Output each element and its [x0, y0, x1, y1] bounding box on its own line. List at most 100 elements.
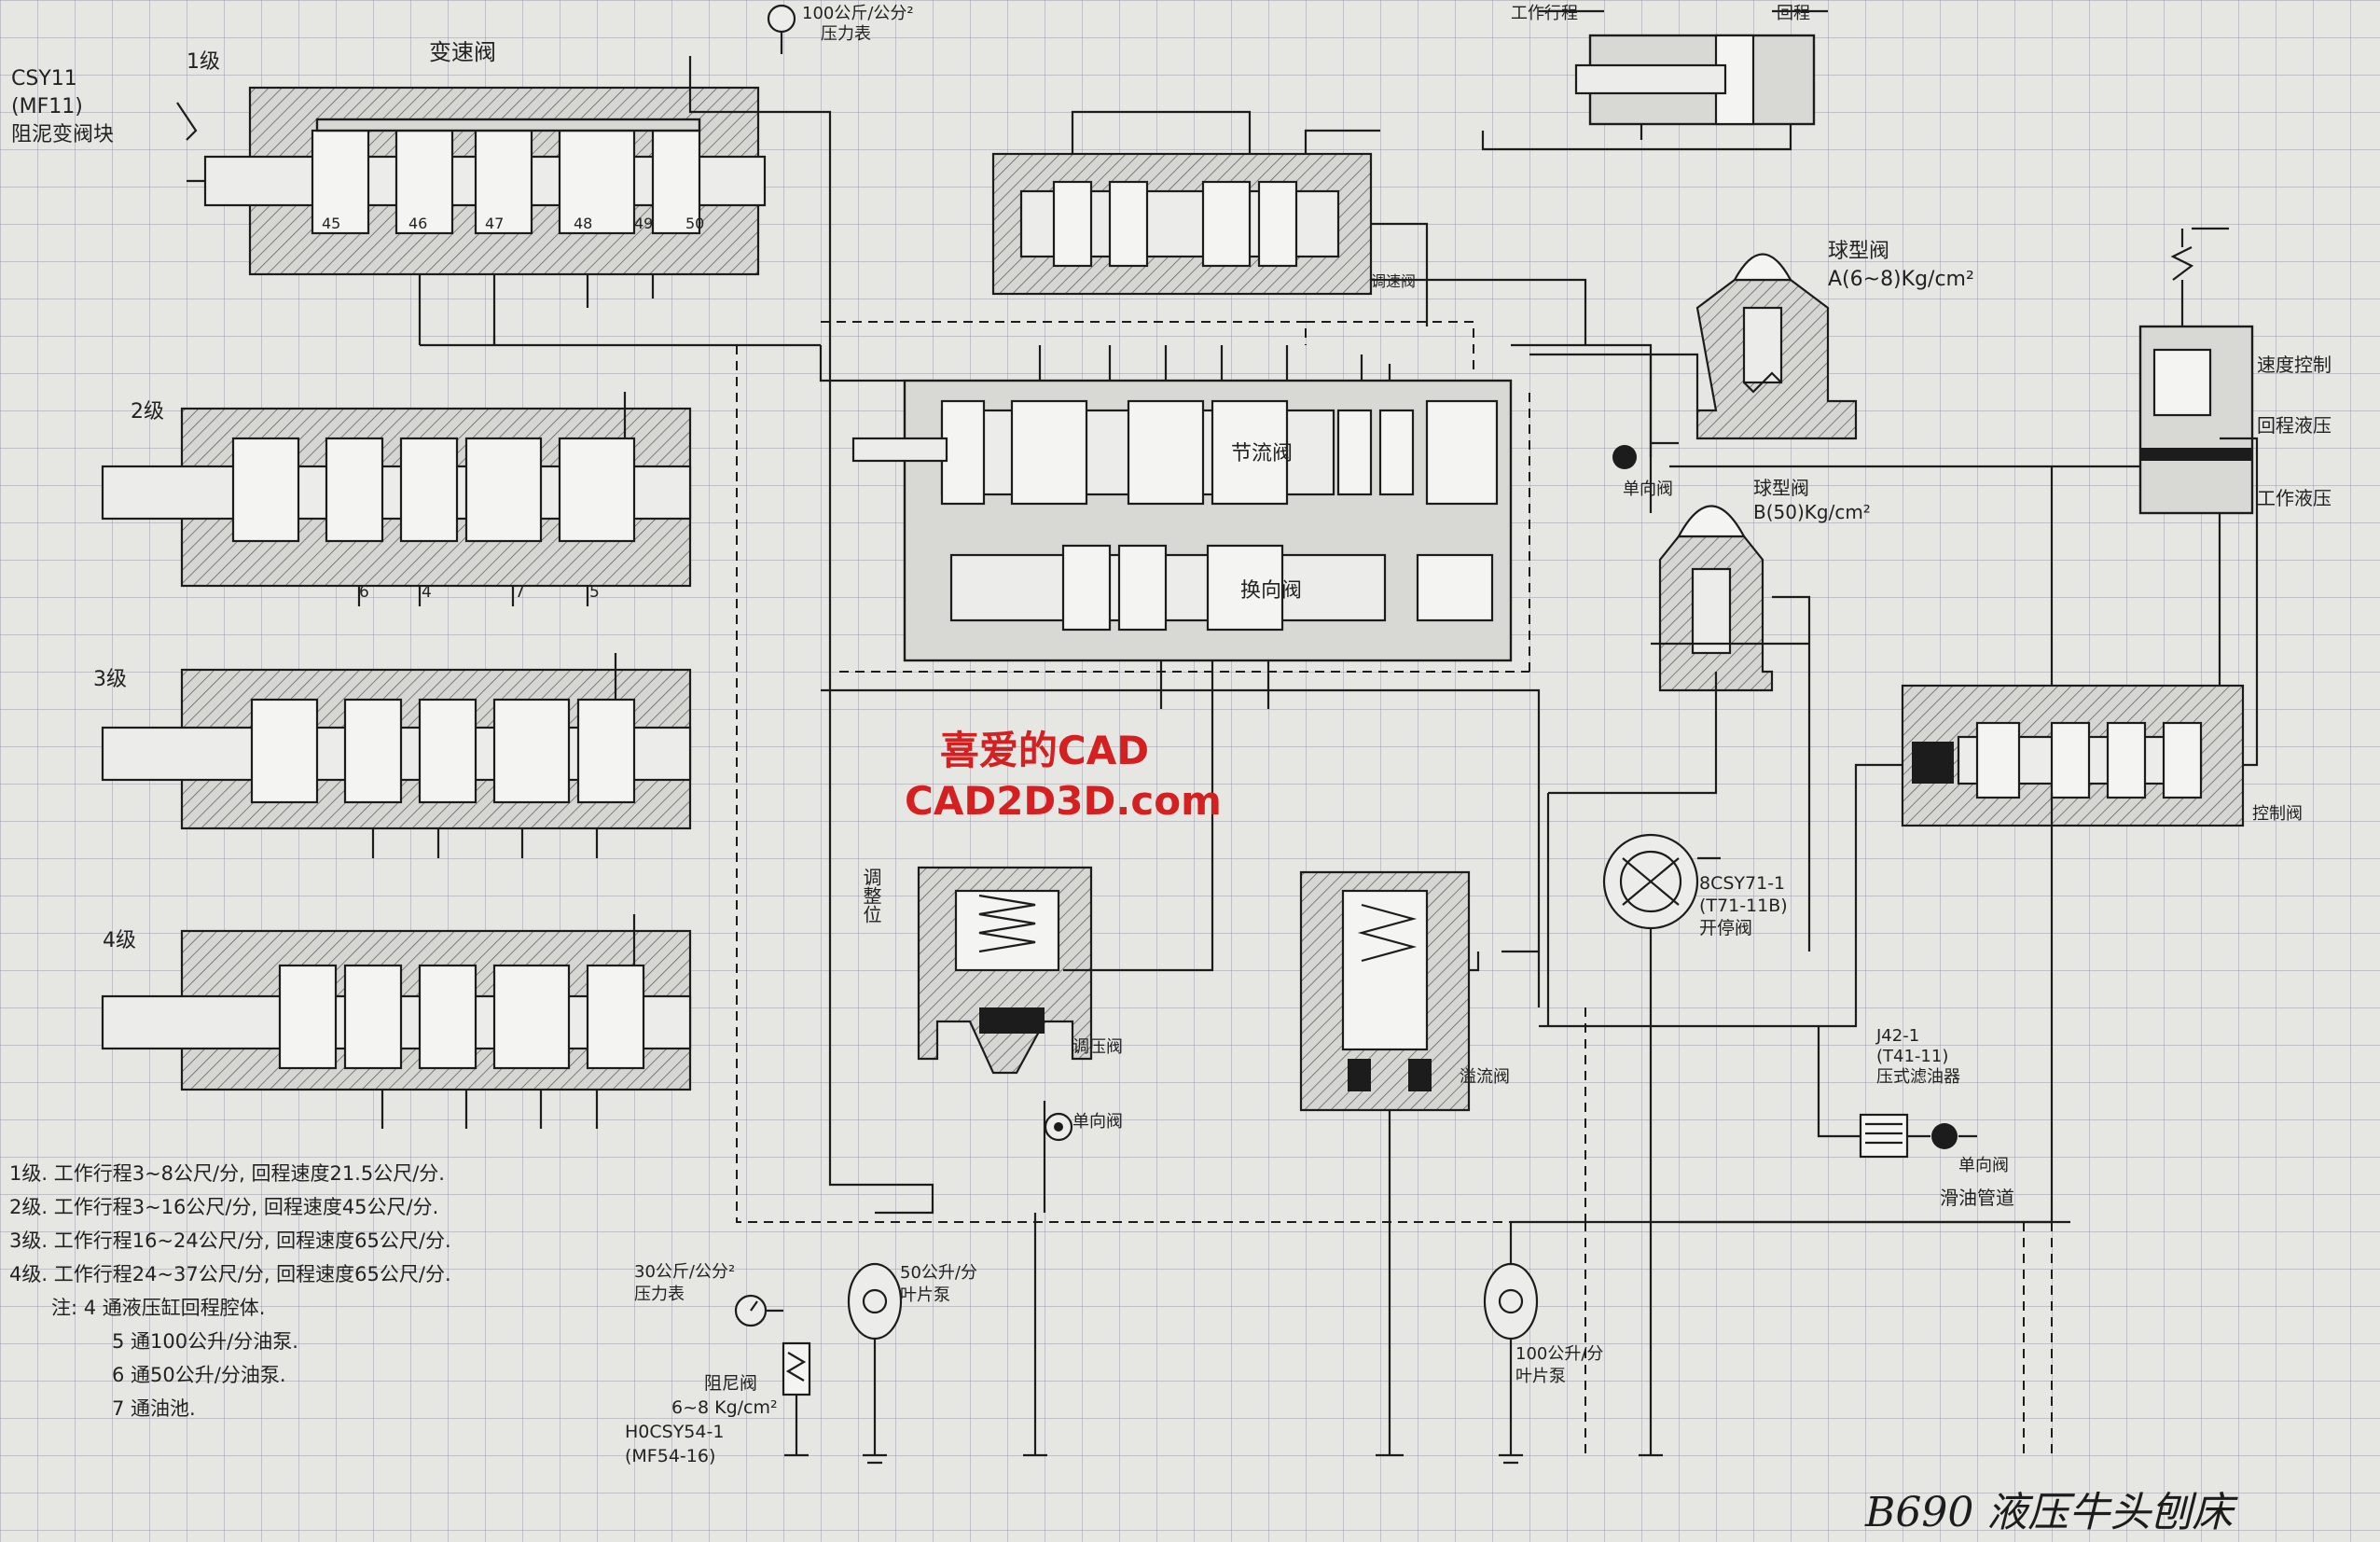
watermark-line2: CAD2D3D.com — [905, 778, 1222, 824]
pump-50 — [847, 1262, 903, 1465]
check-valve-dot — [1612, 445, 1637, 469]
resistance-valve-model: H0CSY54-1 — [625, 1422, 725, 1442]
watermark-line1: 喜爱的CAD — [939, 728, 1150, 773]
gauge-bottom-name: 压力表 — [634, 1285, 685, 1304]
workpiece-right: 回程 — [1777, 4, 1810, 23]
note-line: 3级. 工作行程16~24公尺/分, 回程速度65公尺/分. — [9, 1229, 451, 1252]
pump-50-name: 叶片泵 — [900, 1285, 950, 1305]
top-left-note-line: 阻泥变阀块 — [11, 123, 115, 146]
workpiece-left: 工作行程 — [1511, 4, 1578, 23]
flow-divider-name: 开停阀 — [1699, 918, 1753, 938]
variable-valve-label: 变速阀 — [429, 39, 496, 65]
working-cylinder — [1481, 9, 1828, 151]
port-number: 48 — [574, 215, 593, 232]
pilot-valve-label: 调速阀 — [1371, 272, 1417, 290]
ball-valve-a-label: 球型阀 A(6~8)Kg/cm² — [1828, 238, 1974, 294]
ball-valve-a — [1695, 253, 1858, 440]
gauge-bottom-reading: 30公斤/公分² — [634, 1262, 736, 1282]
stage-label: 2级 — [131, 400, 164, 424]
watermark: 喜爱的CAD CAD2D3D.com — [905, 726, 1222, 827]
throttle-valve-label: 节流阀 — [1231, 442, 1294, 465]
adjust-label: 调整位 — [860, 868, 882, 924]
pump-100-name: 叶片泵 — [1515, 1367, 1566, 1386]
ball-valve-b-spec: B(50)Kg/cm² — [1753, 501, 1871, 523]
ball-valve-b — [1658, 505, 1774, 692]
filter-name: 压式滤油器 — [1876, 1067, 1960, 1087]
resistance-valve-spec: 6~8 Kg/cm² — [671, 1397, 778, 1418]
flow-divider-model2: (T71-11B) — [1699, 896, 1788, 916]
gauge-top-reading: 100公斤/公分² — [802, 4, 914, 23]
note-line: 7 通油池. — [112, 1397, 196, 1420]
distributor-valve — [1901, 684, 2245, 827]
note-line: 4级. 工作行程24~37公尺/分, 回程速度65公尺/分. — [9, 1263, 451, 1285]
stage-label: 3级 — [93, 668, 127, 691]
control-valve-label: 控制阀 — [2252, 804, 2303, 824]
pump-50-flow: 50公升/分 — [900, 1263, 977, 1283]
gauge-top-text: 压力表 — [821, 24, 871, 44]
pipework — [420, 56, 2259, 1457]
note-line: 注: 4 通液压缸回程腔体. — [51, 1297, 266, 1319]
resistance-valve — [782, 1341, 811, 1457]
note-line: 5 通100公升/分油泵. — [112, 1330, 298, 1353]
gauge-bottom-label: 30公斤/公分² 压力表 — [634, 1261, 735, 1306]
line-number: 4 — [422, 583, 432, 602]
work-pressure-label: 工作液压 — [2257, 487, 2332, 509]
top-left-note: CSY11 (MF11) 阻泥变阀块 — [11, 65, 114, 149]
stage-valve-4 — [101, 914, 692, 1129]
note-line: 2级. 工作行程3~16公尺/分, 回程速度45公尺/分. — [9, 1196, 439, 1218]
filter-label: J42-1 (T41-11) 压式滤油器 — [1876, 1026, 1960, 1088]
ball-valve-a-name: 球型阀 — [1828, 240, 1890, 263]
filter-model: J42-1 — [1876, 1026, 1920, 1046]
port-number: 46 — [408, 215, 428, 232]
line-number: 6 — [359, 583, 369, 602]
relief-valve-label: 溢流阀 — [1460, 1067, 1510, 1087]
flow-divider-label: 8CSY71-1 (T71-11B) 开停阀 — [1699, 872, 1788, 939]
pump-100-label: 100公升/分 叶片泵 — [1515, 1343, 1603, 1388]
ball-valve-a-spec: A(6~8)Kg/cm² — [1828, 268, 1974, 291]
main-valve-block — [851, 345, 1513, 709]
top-left-note-line: CSY11 — [11, 67, 77, 90]
note-line: 6 通50公升/分油泵. — [112, 1364, 286, 1386]
gauge-top — [767, 4, 796, 54]
notes-block: 1级. 工作行程3~8公尺/分, 回程速度21.5公尺/分. 2级. 工作行程3… — [9, 1157, 451, 1425]
top-left-note-line: (MF11) — [11, 95, 83, 118]
ball-valve-b-name: 球型阀 — [1753, 477, 1809, 499]
reversing-valve-label: 换向阀 — [1240, 579, 1303, 603]
port-number: 50 — [685, 215, 705, 232]
port-number: 47 — [485, 215, 505, 232]
relief-valve — [1299, 870, 1471, 1112]
port-number: 49 — [634, 215, 654, 232]
stage-label: 4级 — [103, 929, 136, 952]
line-number: 7 — [515, 583, 525, 602]
gauge-bottom — [734, 1294, 783, 1327]
pump-50-label: 50公升/分 叶片泵 — [900, 1262, 977, 1307]
gauge-top-label: 100公斤/公分² 压力表 — [802, 4, 914, 45]
note-line: 1级. 工作行程3~8公尺/分, 回程速度21.5公尺/分. — [9, 1162, 445, 1185]
stage-valve-3 — [101, 653, 692, 858]
check-valve-small-label: 单向阀 — [1072, 1112, 1123, 1132]
pressure-regulator — [917, 866, 1093, 1075]
filter-model2: (T41-11) — [1876, 1047, 1949, 1066]
check-valve-label: 单向阀 — [1623, 479, 1673, 499]
flow-divider-model: 8CSY71-1 — [1699, 873, 1786, 894]
drawing-title: B690 液压牛头刨床 — [1865, 1489, 2234, 1536]
pilot-valve-body — [991, 110, 1429, 326]
stage-label: 1级 — [187, 50, 220, 74]
pump-100 — [1483, 1262, 1539, 1465]
pressure-regulator-label: 调压阀 — [1072, 1037, 1123, 1057]
drain-lines — [736, 321, 2053, 1455]
stage-valve-2 — [101, 392, 692, 606]
speed-control-unit — [2138, 227, 2254, 515]
resistance-valve-model2: (MF54-16) — [625, 1446, 716, 1466]
resistance-valve-label: 阻尼阀 6~8 Kg/cm² H0CSY54-1 (MF54-16) — [625, 1371, 778, 1468]
check-valve-2-label: 单向阀 — [1958, 1156, 2009, 1175]
pump-100-flow: 100公升/分 — [1515, 1344, 1604, 1364]
resistance-valve-name: 阻尼阀 — [704, 1373, 758, 1394]
port-number: 45 — [322, 215, 341, 232]
oil-pipe-label: 滑油管道 — [1940, 1187, 2014, 1209]
return-pressure-label: 回程液压 — [2257, 414, 2332, 437]
speed-control-label: 速度控制 — [2257, 354, 2332, 376]
